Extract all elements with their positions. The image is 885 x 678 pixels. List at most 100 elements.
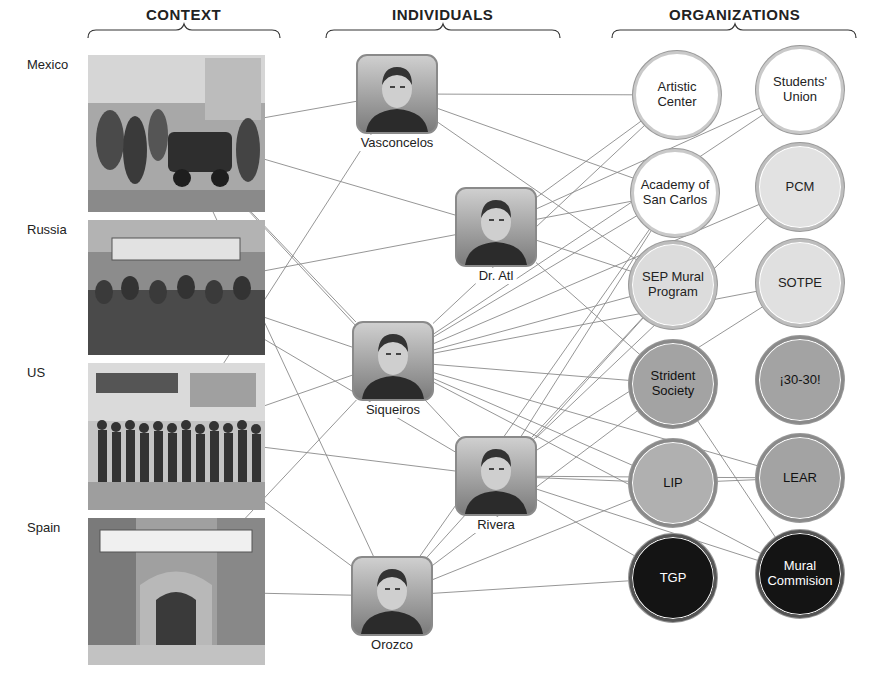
connector-line [265, 593, 352, 595]
connector-line [265, 447, 456, 471]
illustration-part [112, 432, 121, 482]
organization-name: Strident Society [638, 369, 708, 399]
illustration-part [210, 431, 219, 482]
connector-line [521, 230, 652, 437]
column-header: INDIVIDUALS [392, 6, 493, 23]
illustration-part [153, 421, 163, 431]
circle-text-group: Artistic Center [642, 80, 712, 110]
illustration-part [100, 530, 252, 552]
organization-name: SEP Mural Program [638, 270, 708, 300]
connector-line [265, 318, 353, 348]
person-name: Dr. Atl [476, 268, 517, 284]
illustration-part [205, 280, 223, 304]
connector-line [536, 121, 641, 198]
portrait-node: Orozco [352, 557, 432, 635]
connector-line [265, 502, 352, 566]
organization-name: Mural Commision [765, 559, 835, 589]
illustration-part [96, 373, 178, 393]
country-label: US [25, 365, 47, 380]
russia-photo [88, 220, 265, 355]
connector-line [432, 581, 629, 594]
column-header: ORGANIZATIONS [669, 6, 800, 23]
country-label: Spain [25, 520, 62, 535]
illustration-part [121, 276, 139, 300]
connector-line [536, 201, 632, 219]
illustration-part [88, 518, 265, 665]
illustration-part [238, 430, 247, 482]
country-label: Russia [25, 222, 69, 237]
illustration-part [167, 423, 177, 433]
illustration-part [209, 421, 219, 431]
connector-line [536, 217, 768, 438]
illustration-part [88, 363, 265, 421]
illustration-part [236, 118, 260, 182]
connector-line [419, 229, 649, 557]
illustration-part [168, 132, 232, 172]
illustration-part [205, 58, 261, 120]
connector-line [433, 114, 763, 334]
organization-name: Students' Union [765, 75, 835, 105]
illustration-part [326, 24, 560, 38]
organization-name: Academy of San Carlos [640, 178, 710, 208]
connector-line [536, 478, 629, 482]
illustration-part [125, 420, 135, 430]
spain-photo [88, 518, 265, 665]
circle-text-group: LIP [663, 476, 683, 491]
illustration-part [148, 109, 168, 161]
portrait-photo [456, 437, 536, 515]
illustration-part [95, 280, 113, 304]
connector-line [250, 212, 460, 437]
organization-name: TGP [660, 571, 687, 586]
connector-line [427, 318, 643, 557]
organization-circle: LIP [629, 439, 717, 527]
illustration-part [195, 424, 205, 434]
organization-circle: Strident Society [629, 340, 717, 428]
country-label: Mexico [25, 57, 70, 72]
portrait-photo [456, 188, 536, 266]
connector-line [717, 480, 756, 482]
person-name: Rivera [474, 517, 518, 533]
connector-line [536, 263, 640, 355]
connector-line [265, 235, 456, 271]
circle-text-group: Academy of San Carlos [640, 178, 710, 208]
illustration-part [154, 431, 163, 482]
connector-line [265, 375, 353, 406]
portrait-node: Dr. Atl [456, 188, 536, 266]
illustration-part [123, 116, 147, 184]
organization-name: LEAR [783, 471, 817, 486]
illustration-part [88, 290, 265, 355]
organization-name: Artistic Center [642, 80, 712, 110]
organization-circle: Mural Commision [756, 530, 844, 618]
illustration-part [88, 190, 265, 212]
circle-text-group: Mural Commision [765, 559, 835, 589]
illustration-part [168, 433, 177, 482]
circle-text-group: SEP Mural Program [638, 270, 708, 300]
circle-text-group: TGP [660, 571, 687, 586]
illustration-part [97, 420, 107, 430]
illustration-part [98, 430, 107, 482]
circle-text-group: ¡30-30! [779, 373, 820, 388]
illustration-part [149, 280, 167, 304]
organization-name: LIP [663, 476, 683, 491]
portrait-node: Rivera [456, 437, 536, 515]
illustration-part [96, 110, 124, 170]
illustration-part [223, 423, 233, 433]
illustration-part [196, 434, 205, 482]
organization-name: PCM [786, 180, 815, 195]
illustration-part [88, 24, 280, 38]
illustration-part [237, 420, 247, 430]
illustration-part [612, 24, 856, 38]
illustration-part [182, 430, 191, 482]
connector-line [433, 382, 761, 554]
illustration-part [190, 373, 256, 407]
connector-line [432, 411, 638, 566]
illustration-part [88, 645, 265, 665]
circle-text-group: Students' Union [765, 75, 835, 105]
organization-circle: SOTPE [756, 239, 844, 327]
organization-circle: TGP [629, 534, 717, 622]
person-name: Siqueiros [363, 402, 423, 418]
illustration-part [112, 238, 240, 260]
context-photo: US [88, 363, 265, 510]
